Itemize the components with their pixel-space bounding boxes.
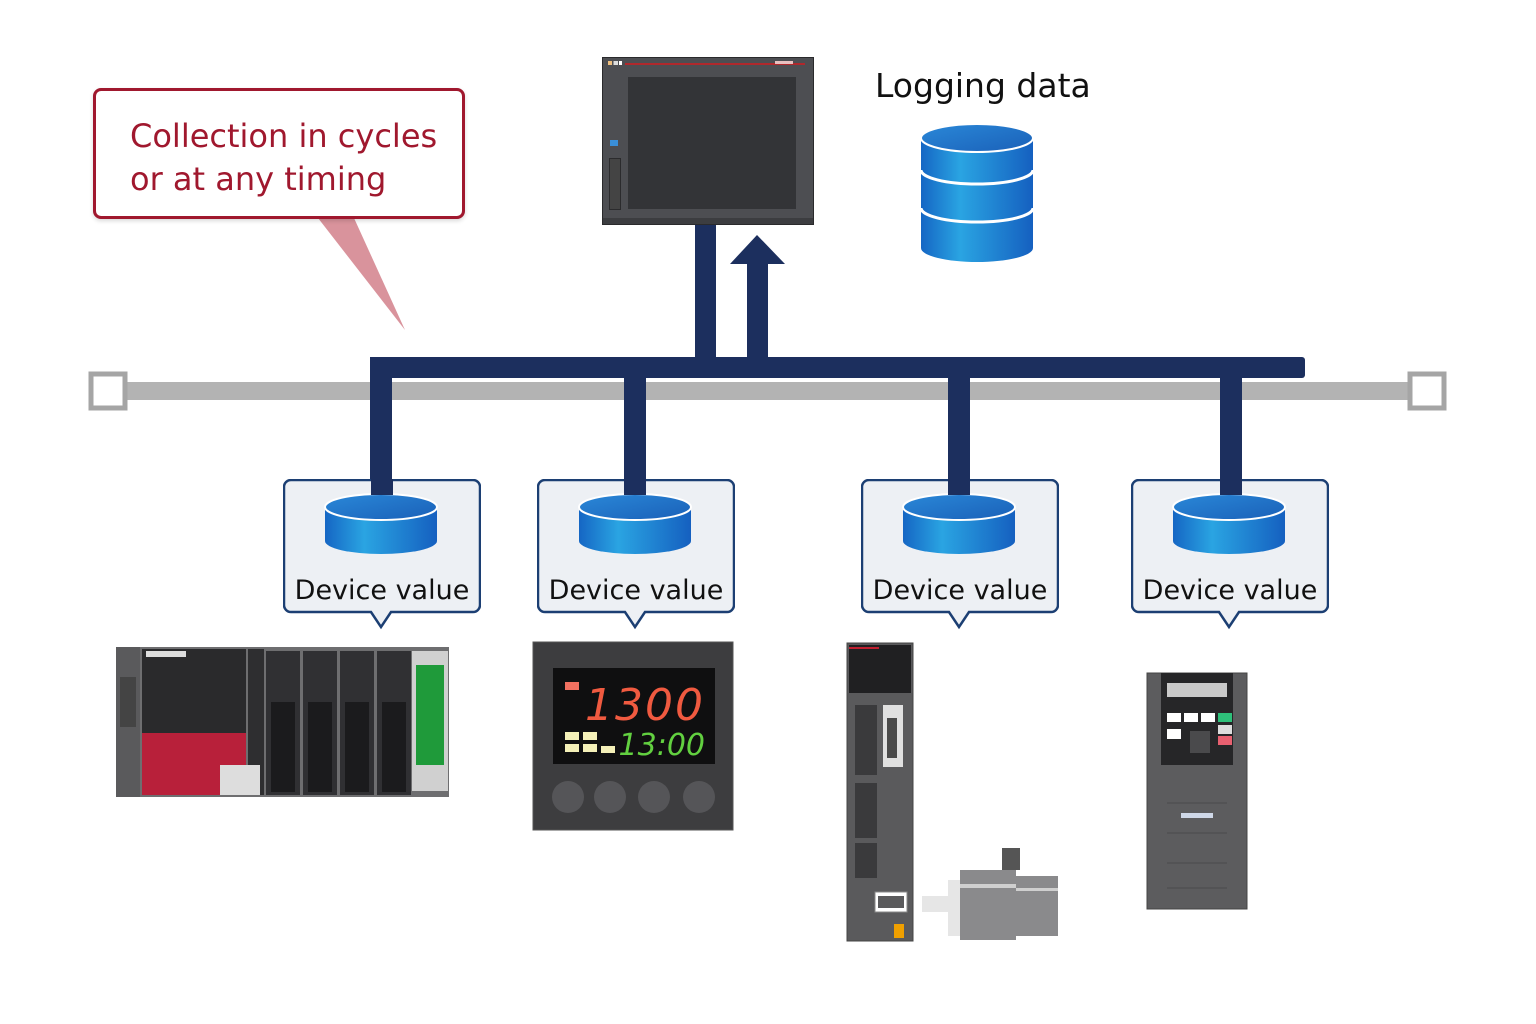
field-network-line (120, 382, 1414, 400)
network-terminator-right (1407, 371, 1447, 411)
data-bus-drop-4 (1220, 357, 1242, 495)
data-bus-horizontal (370, 357, 1305, 378)
database-icon (1172, 493, 1286, 554)
data-bus-drop-1 (370, 357, 392, 495)
database-icon (578, 493, 692, 554)
hmi-uplink (695, 224, 716, 364)
set-value-readout: 13:00 (619, 728, 705, 763)
collection-timing-callout: Collection in cycles or at any timing (93, 88, 465, 219)
device-value-label: Device value (294, 575, 470, 606)
upload-arrow-icon (730, 235, 785, 362)
hmi-power-led (610, 140, 618, 146)
controller-button-2 (594, 781, 626, 813)
device-bubble-servo: Device value (861, 479, 1059, 630)
device-bubble-inverter: Device value (1131, 479, 1329, 630)
data-bus-drop-2 (624, 357, 646, 495)
process-value-readout: 1300 (585, 680, 705, 731)
device-bubble-plc: Device value (283, 479, 481, 630)
callout-pointer (318, 218, 405, 330)
device-bubble-temp-controller: Device value (537, 479, 735, 630)
hmi-screen (628, 77, 796, 209)
logging-data-label: Logging data (875, 66, 1091, 105)
servo-motor (922, 848, 1058, 940)
hmi-panel (602, 57, 814, 225)
hmi-card-slot (609, 158, 621, 210)
device-value-label: Device value (1142, 575, 1318, 606)
hmi-status-leds (608, 61, 622, 65)
controller-button-1 (552, 781, 584, 813)
device-value-label: Device value (548, 575, 724, 606)
inverter (1146, 672, 1248, 910)
database-icon (902, 493, 1016, 554)
data-bus-drop-3 (948, 357, 970, 495)
temperature-controller: 1300 13:00 (532, 641, 734, 831)
device-value-label: Device value (872, 575, 1048, 606)
callout-text: Collection in cycles or at any timing (130, 117, 438, 198)
database-icon (324, 493, 438, 554)
logging-database-icon (919, 123, 1035, 262)
controller-button-4 (683, 781, 715, 813)
network-terminator-left (88, 371, 128, 411)
controller-button-3 (638, 781, 670, 813)
servo-amplifier (846, 642, 914, 942)
plc-rack (116, 647, 449, 797)
